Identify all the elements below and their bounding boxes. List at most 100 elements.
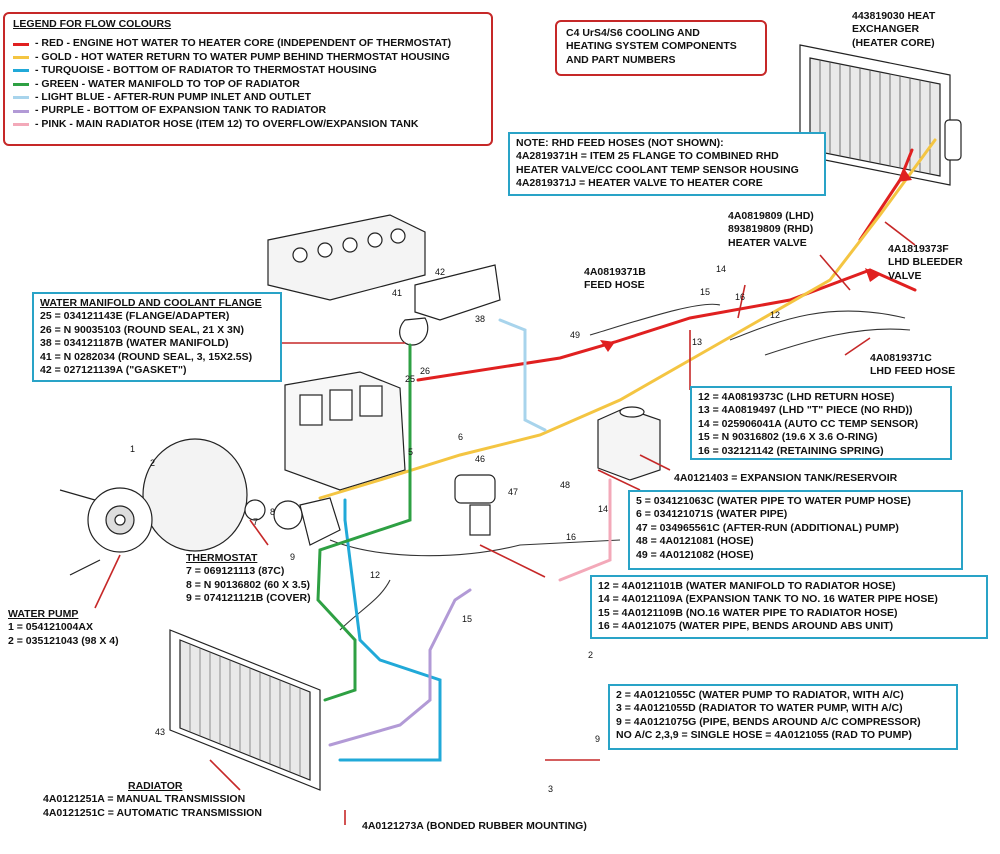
- bleeder-line-3: VALVE: [888, 269, 922, 282]
- callout-9b: 9: [595, 734, 600, 744]
- heat-exchanger-line-1: 443819030 HEAT: [852, 10, 936, 22]
- legend-item-gold: - GOLD - HOT WATER RETURN TO WATER PUMP …: [13, 51, 483, 64]
- callout-6: 6: [458, 432, 463, 442]
- heat-exchanger-line-3: (HEATER CORE): [852, 36, 935, 49]
- flow-red-2: [858, 148, 914, 242]
- legend-item-light-blue: - LIGHT BLUE - AFTER-RUN PUMP INLET AND …: [13, 91, 483, 104]
- feed-hose-line-2: FEED HOSE: [584, 279, 645, 292]
- pump-hoses-line-2: 3 = 4A0121055D (RADIATOR TO WATER PUMP, …: [616, 702, 903, 715]
- flow-green: [316, 343, 412, 702]
- title-line-2: HEATING SYSTEM COMPONENTS: [566, 40, 737, 53]
- water-manifold-line-3: 38 = 034121187B (WATER MANIFOLD): [40, 337, 229, 350]
- callout-2b: 2: [588, 650, 593, 660]
- purple-swatch: [13, 109, 29, 113]
- callout-16: 16: [735, 292, 745, 302]
- green-swatch: [13, 82, 29, 86]
- callout-2: 2: [150, 458, 155, 468]
- radiator-title: RADIATOR: [128, 780, 183, 792]
- lhd-return-line-1: 12 = 4A0819373C (LHD RETURN HOSE): [698, 391, 895, 403]
- callout-5: 5: [408, 447, 413, 457]
- callout-8: 8: [270, 507, 275, 517]
- water-pipe-line-4: 48 = 4A0121081 (HOSE): [636, 535, 754, 548]
- lhd-return-box: 12 = 4A0819373C (LHD RETURN HOSE) 13 = 4…: [690, 386, 952, 460]
- bleeder-line-1: 4A1819373F: [888, 243, 949, 255]
- callout-13: 13: [692, 337, 702, 347]
- water-manifold-drawing: [399, 264, 501, 346]
- flow-gold: [318, 138, 937, 500]
- callout-26: 26: [420, 366, 430, 376]
- water-pipe-line-2: 6 = 034121071S (WATER PIPE): [636, 508, 788, 521]
- mounting-caption: 4A0121273A (BONDED RUBBER MOUNTING): [362, 820, 587, 833]
- pump-hoses-line-1: 2 = 4A0121055C (WATER PUMP TO RADIATOR, …: [616, 689, 904, 701]
- thermostat-line-3: 9 = 074121121B (COVER): [186, 592, 311, 605]
- engine-block-drawing: [284, 371, 406, 491]
- heater-valve-line-1: 4A0819809 (LHD): [728, 210, 814, 222]
- lhd-feed-line-2: LHD FEED HOSE: [870, 365, 956, 378]
- red-arrows: [600, 170, 912, 352]
- red-swatch: [13, 42, 29, 46]
- water-manifold-title: WATER MANIFOLD AND COOLANT FLANGE: [40, 297, 262, 309]
- flow-pink: [558, 478, 612, 582]
- legend-label-light-blue: - LIGHT BLUE - AFTER-RUN PUMP INLET AND …: [35, 91, 312, 104]
- flow-lines: [316, 138, 937, 762]
- feed-hose-caption: 4A0819371B FEED HOSE: [584, 266, 646, 293]
- flow-purple: [328, 588, 472, 747]
- hose-outlines: [329, 303, 911, 631]
- legend-item-green: - GREEN - WATER MANIFOLD TO TOP OF RADIA…: [13, 78, 483, 91]
- title-line-1: C4 UrS4/S6 COOLING AND: [566, 27, 700, 39]
- thermostat-line-1: 7 = 069121113 (87C): [186, 565, 285, 578]
- heater-valve-caption: 4A0819809 (LHD) 893819809 (RHD) HEATER V…: [728, 210, 814, 250]
- water-manifold-line-5: 42 = 027121139A ("GASKET"): [40, 364, 187, 377]
- thermostat-drawing: [244, 497, 341, 546]
- lhd-return-line-3: 14 = 025906041A (AUTO CC TEMP SENSOR): [698, 417, 919, 430]
- water-pipe-line-3: 47 = 034965561C (AFTER-RUN (ADDITIONAL) …: [636, 521, 899, 534]
- expansion-tank-drawing: [597, 406, 661, 481]
- callout-3: 3: [548, 784, 553, 794]
- thermostat-line-2: 8 = N 90136802 (60 X 3.5): [186, 578, 311, 591]
- water-manifold-line-2: 26 = N 90035103 (ROUND SEAL, 21 X 3N): [40, 323, 244, 336]
- radiator-hoses-line-2: 14 = 4A0121109A (EXPANSION TANK TO NO. 1…: [598, 593, 938, 606]
- water-pump-line-2: 2 = 035121043 (98 X 4): [8, 634, 119, 647]
- pump-hoses-box: 2 = 4A0121055C (WATER PUMP TO RADIATOR, …: [608, 684, 958, 750]
- callout-49: 49: [570, 330, 580, 340]
- expansion-tank-caption: 4A0121403 = EXPANSION TANK/RESERVOIR: [674, 472, 897, 485]
- legend-label-pink: - PINK - MAIN RADIATOR HOSE (ITEM 12) TO…: [35, 117, 419, 130]
- callout-46: 46: [475, 454, 485, 464]
- pointer-lines: [94, 221, 916, 825]
- callout-38: 38: [475, 314, 485, 324]
- callout-42: 42: [435, 267, 445, 277]
- callout-12: 12: [370, 570, 380, 580]
- callout-15b: 15: [462, 614, 472, 624]
- water-manifold-line-4: 41 = N 0282034 (ROUND SEAL, 3, 15X2.5S): [40, 350, 253, 363]
- flow-legend: LEGEND FOR FLOW COLOURS - RED - ENGINE H…: [3, 12, 493, 146]
- water-pipe-line-1: 5 = 034121063C (WATER PIPE TO WATER PUMP…: [636, 495, 911, 507]
- water-manifold-box: WATER MANIFOLD AND COOLANT FLANGE 25 = 0…: [32, 292, 282, 382]
- water-pump-drawing: [59, 438, 248, 576]
- water-pump-title: WATER PUMP: [8, 608, 79, 620]
- rhd-note-line-1: NOTE: RHD FEED HOSES (NOT SHOWN):: [516, 137, 724, 149]
- callout-41: 41: [392, 288, 402, 298]
- bleeder-line-2: LHD BLEEDER: [888, 256, 963, 269]
- thermostat-title: THERMOSTAT: [186, 552, 258, 564]
- legend-label-red: - RED - ENGINE HOT WATER TO HEATER CORE …: [35, 37, 452, 50]
- gold-swatch: [13, 56, 29, 60]
- flow-red: [416, 268, 917, 382]
- water-pump-line-1: 1 = 054121004AX: [8, 621, 93, 634]
- legend-label-turquoise: - TURQUOISE - BOTTOM OF RADIATOR TO THER…: [35, 64, 377, 77]
- callout-47: 47: [508, 487, 518, 497]
- radiator-caption: RADIATOR 4A0121251A = MANUAL TRANSMISSIO…: [43, 780, 262, 820]
- flow-turquoise: [338, 518, 442, 762]
- callout-15: 15: [700, 287, 710, 297]
- lhd-return-line-2: 13 = 4A0819497 (LHD "T" PIECE (NO RHD)): [698, 404, 913, 417]
- rhd-note-line-2: 4A2819371H = ITEM 25 FLANGE TO COMBINED …: [516, 150, 779, 163]
- mounting-label: 4A0121273A (BONDED RUBBER MOUNTING): [362, 820, 587, 832]
- callout-48: 48: [560, 480, 570, 490]
- water-pipe-box: 5 = 034121063C (WATER PIPE TO WATER PUMP…: [628, 490, 963, 570]
- radiator-line-1: 4A0121251A = MANUAL TRANSMISSION: [43, 793, 246, 806]
- cylinder-head-drawing: [267, 214, 426, 301]
- heater-valve-line-2: 893819809 (RHD): [728, 223, 814, 236]
- radiator-hoses-line-3: 15 = 4A0121109B (NO.16 WATER PIPE TO RAD…: [598, 606, 898, 619]
- pump-hoses-line-3: 9 = 4A0121075G (PIPE, BENDS AROUND A/C C…: [616, 715, 921, 728]
- heater-valve-line-3: HEATER VALVE: [728, 236, 807, 249]
